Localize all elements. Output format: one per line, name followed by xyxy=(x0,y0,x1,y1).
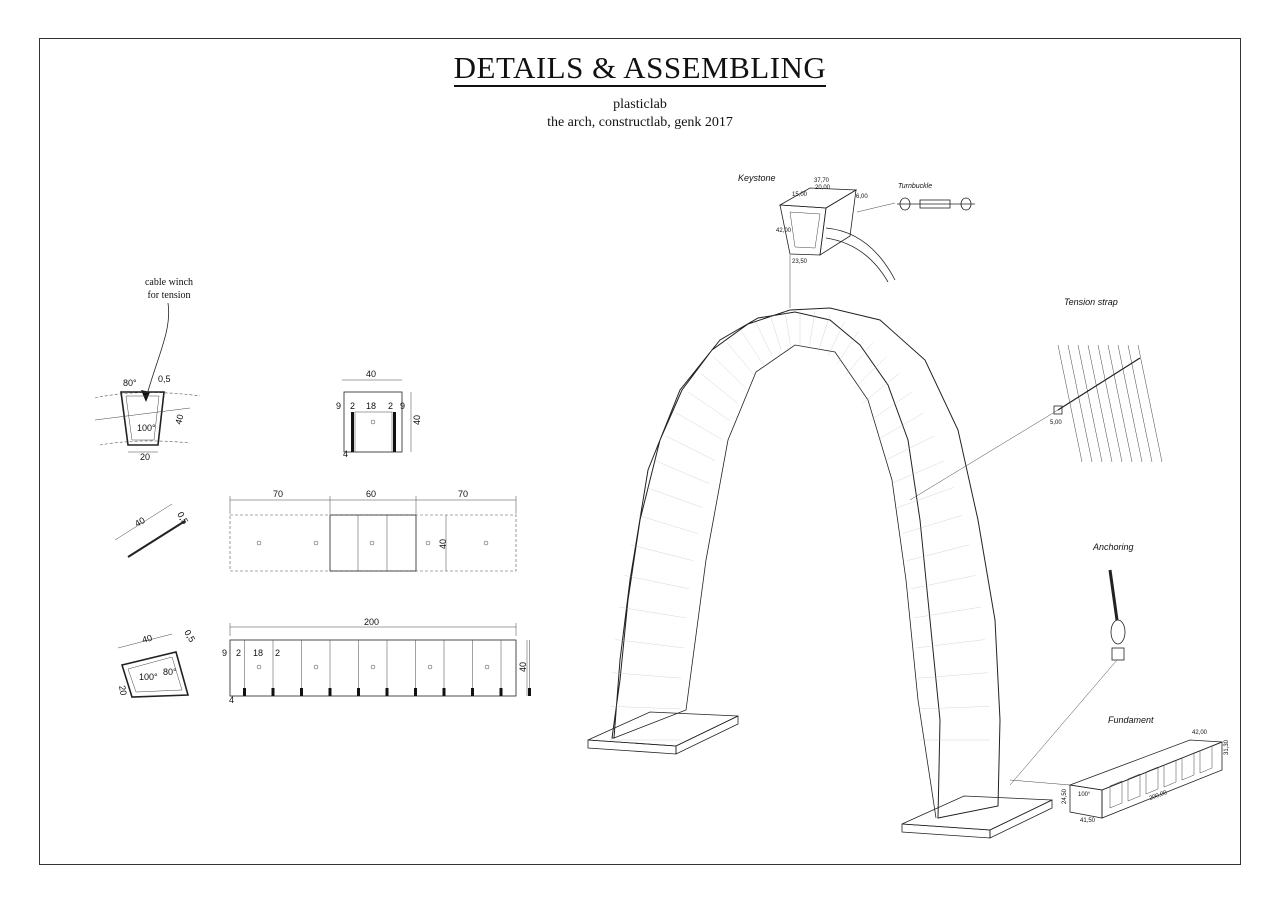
strip-bottom-height-label: 40 xyxy=(518,662,528,672)
fund-top-label: 42,00 xyxy=(1192,730,1208,736)
strip-bottom-seg-1: 2 xyxy=(236,648,241,658)
iso-length-label: 40 xyxy=(141,633,153,645)
keystone-dim-2: 15,00 xyxy=(792,192,808,198)
subtitle-project: plasticlab xyxy=(613,97,667,112)
plank-detail: 40 0,5 xyxy=(114,503,190,558)
strip-bottom-seg-0: 9 xyxy=(222,648,227,658)
strip-top-seg-1: 60 xyxy=(366,489,376,499)
fund-width-label: 41,50 xyxy=(1080,818,1096,824)
tension-strap-label: Tension strap xyxy=(1064,297,1118,307)
fundament-label: Fundament xyxy=(1108,715,1154,725)
iso-thickness-label: 0,5 xyxy=(182,628,197,644)
keystone-dim-6: 23,50 xyxy=(792,259,808,265)
turnbuckle-label: Turnbuckle xyxy=(898,183,932,190)
tension-strap-detail: Tension strap 5,00 xyxy=(909,297,1163,501)
strip-bottom-detail: 200 9 2 18 2 40 4 xyxy=(222,617,531,705)
height-label: 40 xyxy=(173,413,185,425)
angle-inner-label: 100° xyxy=(137,423,156,433)
strap-dim-1: 5,00 xyxy=(1050,420,1062,426)
block-iso-detail: 40 0,5 20 100° 80° xyxy=(117,628,197,698)
anchoring-label: Anchoring xyxy=(1092,542,1134,552)
seg-2: 18 xyxy=(366,401,376,411)
keystone-label: Keystone xyxy=(738,173,776,183)
page-title: DETAILS & ASSEMBLING xyxy=(453,50,827,87)
seg-0: 9 xyxy=(336,401,341,411)
seg-1: 2 xyxy=(350,401,355,411)
keystone-dim-4: 6,00 xyxy=(856,194,868,200)
width-label: 20 xyxy=(140,452,150,462)
winch-arrow xyxy=(145,302,170,399)
strip-bottom-seg-3: 2 xyxy=(275,648,280,658)
cable-winch-label-1: cable winch xyxy=(145,277,193,288)
strip-top-detail: 70 60 70 40 xyxy=(229,489,517,572)
strip-top-seg-2: 70 xyxy=(458,489,468,499)
sheet-border xyxy=(39,38,1241,865)
front-height-label: 40 xyxy=(412,415,422,425)
anchoring-detail: Anchoring xyxy=(1009,542,1134,786)
fund-height-label: 24,50 xyxy=(1062,788,1068,804)
seg-3: 2 xyxy=(388,401,393,411)
strip-top-seg-0: 70 xyxy=(273,489,283,499)
keystone-detail: Keystone 37,70 15,00 20,00 6,00 42,00 23… xyxy=(738,173,975,283)
plank-length-label: 40 xyxy=(133,515,147,529)
seg-4: 9 xyxy=(400,401,405,411)
strip-bottom-edge-label: 4 xyxy=(229,695,234,705)
strip-bottom-length-label: 200 xyxy=(364,617,379,627)
keystone-dim-3: 20,00 xyxy=(815,185,831,191)
angle-top-label: 80° xyxy=(123,378,137,388)
fund-right-label: 31,30 xyxy=(1224,739,1230,755)
keystone-dim-5: 42,00 xyxy=(776,228,792,234)
front-width-label: 40 xyxy=(366,369,376,379)
strip-top-height-label: 40 xyxy=(438,539,448,549)
cable-winch-label-2: for tension xyxy=(147,290,190,301)
strip-bottom-seg-2: 18 xyxy=(253,648,263,658)
block-section-outline xyxy=(120,391,165,446)
block-section-detail: cable winch for tension 80° 0,5 100° 40 … xyxy=(94,277,201,462)
plank-thickness-label: 0,5 xyxy=(175,510,190,526)
keystone-dim-1: 37,70 xyxy=(814,178,830,184)
iso-side-label: 20 xyxy=(117,685,129,697)
fundament-detail: Fundament 42,00 31,30 200,00 24,50 41,50… xyxy=(1009,715,1230,824)
iso-inner-angle-label: 100° xyxy=(139,672,158,682)
arch-drawing xyxy=(587,255,1053,839)
front-edge-label: 4 xyxy=(343,449,348,459)
fund-angle-label: 100° xyxy=(1078,792,1091,798)
block-front-detail: 40 9 2 18 2 9 40 4 xyxy=(336,369,422,459)
iso-outer-angle-label: 80° xyxy=(163,667,177,677)
subtitle-location: the arch, constructlab, genk 2017 xyxy=(547,115,733,130)
thickness-label: 0,5 xyxy=(158,374,171,384)
